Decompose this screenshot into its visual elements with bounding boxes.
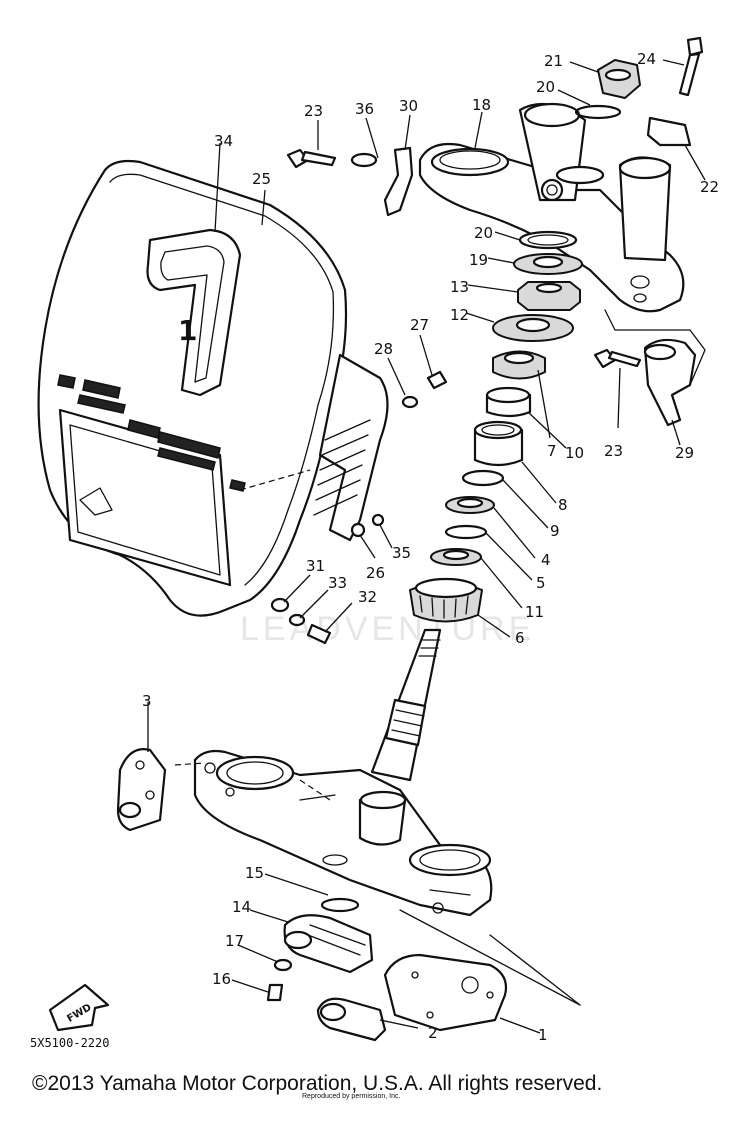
callout-18: 18 (472, 96, 491, 114)
number-plate: 1 (37, 159, 389, 617)
callout-31: 31 (306, 557, 325, 575)
callout-3: 3 (142, 692, 152, 710)
fasteners (266, 36, 704, 1002)
callout-29: 29 (675, 444, 694, 462)
callout-16: 16 (212, 970, 231, 988)
callout-36: 36 (355, 100, 374, 118)
callout-30: 30 (399, 97, 418, 115)
callout-12: 12 (450, 306, 469, 324)
callout-28: 28 (374, 340, 393, 358)
diagram-code: 5X5100-2220 (30, 1036, 109, 1050)
fwd-arrow: FWD (48, 983, 110, 1032)
callout-33: 33 (328, 574, 347, 592)
cable-guide (283, 914, 374, 974)
callout-20b: 20 (474, 224, 493, 242)
callout-27: 27 (410, 316, 429, 334)
callout-24: 24 (637, 50, 656, 68)
callout-7: 7 (547, 442, 557, 460)
callout-17: 17 (225, 932, 244, 950)
callout-26: 26 (366, 564, 385, 582)
leader-lines (147, 59, 706, 1034)
callout-8: 8 (558, 496, 568, 514)
callout-20a: 20 (536, 78, 555, 96)
plate-number: 1 (178, 314, 197, 347)
callout-6: 6 (515, 629, 525, 647)
steering-stack (409, 230, 583, 623)
callout-9: 9 (550, 522, 560, 540)
callout-23a: 23 (304, 102, 323, 120)
watermark: LEADVENTURE (240, 610, 535, 648)
callout-14: 14 (232, 898, 251, 916)
callout-15: 15 (245, 864, 264, 882)
callout-2: 2 (428, 1024, 438, 1042)
callout-19: 19 (469, 251, 488, 269)
callout-11: 11 (525, 603, 544, 621)
fine-print: Reproduced by permission, Inc. (302, 1093, 400, 1100)
callout-labels: 1 2 3 4 5 6 7 8 9 10 11 12 13 14 15 16 1… (142, 50, 719, 1044)
callout-23b: 23 (604, 442, 623, 460)
callout-4: 4 (541, 551, 551, 569)
callout-21: 21 (544, 52, 563, 70)
callout-35: 35 (392, 544, 411, 562)
copyright-notice: ©2013 Yamaha Motor Corporation, U.S.A. A… (32, 1072, 602, 1095)
callout-10: 10 (565, 444, 584, 462)
callout-5: 5 (536, 574, 546, 592)
callout-34: 34 (214, 132, 233, 150)
callout-25: 25 (252, 170, 271, 188)
bottom-cover (316, 953, 508, 1042)
lower-bracket (174, 628, 581, 1006)
callout-13: 13 (450, 278, 469, 296)
callout-22: 22 (700, 178, 719, 196)
side-bracket (116, 748, 167, 832)
callout-1: 1 (538, 1026, 548, 1044)
callout-32: 32 (358, 588, 377, 606)
